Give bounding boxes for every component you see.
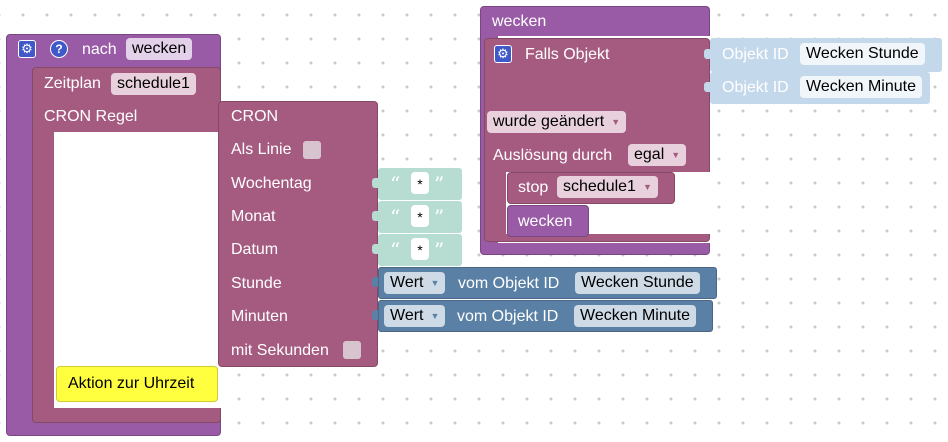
text-output-tab xyxy=(372,178,378,188)
seconds-checkbox[interactable] xyxy=(343,341,361,359)
action-label: Aktion zur Uhrzeit xyxy=(68,375,195,392)
action-comment-block[interactable] xyxy=(56,366,218,402)
minute-value-dropdown-label: Wert xyxy=(390,307,424,324)
hour-object-field[interactable]: Wecken Stunde xyxy=(575,272,700,294)
if-object-label: Falls Objekt xyxy=(525,46,610,63)
procedure-name: wecken xyxy=(492,13,547,30)
statement-socket xyxy=(54,132,221,408)
cron-rule-label: CRON Regel xyxy=(44,108,138,125)
weekday-label: Wochentag xyxy=(231,175,312,192)
help-icon[interactable]: ? xyxy=(50,40,68,58)
schedule-name-field[interactable]: schedule1 xyxy=(111,73,196,95)
seconds-label: mit Sekunden xyxy=(231,342,329,359)
month-text-field[interactable]: * xyxy=(411,205,429,227)
dropdown-arrow-icon: ▼ xyxy=(430,278,440,288)
cron-block[interactable] xyxy=(218,101,378,367)
after-label: nach xyxy=(82,41,117,58)
date-text-field[interactable]: * xyxy=(411,238,429,260)
dropdown-arrow-icon: ▼ xyxy=(430,311,440,321)
object-output-tab xyxy=(372,310,378,320)
open-quote-icon: “ xyxy=(390,172,401,196)
dropdown-arrow-icon: ▼ xyxy=(671,150,681,160)
minute-value-dropdown[interactable]: Wert ▼ xyxy=(384,305,446,327)
schedule-label: Zeitplan xyxy=(44,75,101,92)
stop-schedule-value: schedule1 xyxy=(563,178,636,195)
as-line-label: Als Linie xyxy=(231,141,292,158)
minute-object-field[interactable]: Wecken Minute xyxy=(574,305,696,327)
text-output-tab xyxy=(372,211,378,221)
close-quote-icon: ” xyxy=(434,238,445,262)
hour-value-dropdown[interactable]: Wert ▼ xyxy=(384,272,446,294)
open-quote-icon: “ xyxy=(390,238,401,262)
object-id-output-tab xyxy=(704,49,710,59)
minute-from-label: vom Objekt ID xyxy=(457,308,559,325)
settings-gear-icon[interactable]: ⚙ xyxy=(494,45,512,63)
weekday-text-field[interactable]: * xyxy=(411,172,429,194)
changed-dropdown[interactable]: wurde geändert ▼ xyxy=(487,111,627,133)
call-label: wecken xyxy=(518,213,573,230)
close-quote-icon: ” xyxy=(434,172,445,196)
hour-label: Stunde xyxy=(231,275,282,292)
dropdown-arrow-icon: ▼ xyxy=(642,182,652,192)
after-value-field[interactable]: wecken xyxy=(126,38,193,60)
cron-output-tab xyxy=(212,110,218,120)
dropdown-arrow-icon: ▼ xyxy=(611,117,621,127)
object-id-field-2[interactable]: Wecken Minute xyxy=(800,76,922,98)
triggered-by-dropdown[interactable]: egal ▼ xyxy=(628,144,687,166)
date-label: Datum xyxy=(231,241,279,258)
object-id-field-1[interactable]: Wecken Stunde xyxy=(800,43,925,65)
close-quote-icon: ” xyxy=(434,205,445,229)
cron-title: CRON xyxy=(231,108,279,125)
changed-dropdown-label: wurde geändert xyxy=(493,113,605,130)
object-id-label-1: Objekt ID xyxy=(722,46,789,63)
as-line-checkbox[interactable] xyxy=(303,141,321,159)
settings-gear-icon[interactable]: ⚙ xyxy=(18,40,36,58)
hour-value-dropdown-label: Wert xyxy=(390,274,424,291)
triggered-by-label: Auslösung durch xyxy=(493,147,613,164)
object-id-output-tab xyxy=(704,82,710,92)
hour-from-label: vom Objekt ID xyxy=(458,275,560,292)
triggered-by-value: egal xyxy=(634,146,665,163)
procedure-call-wecken[interactable] xyxy=(507,205,589,237)
stop-label: stop xyxy=(518,179,549,196)
open-quote-icon: “ xyxy=(390,205,401,229)
object-output-tab xyxy=(372,277,378,287)
minutes-label: Minuten xyxy=(231,308,288,325)
month-label: Monat xyxy=(231,208,276,225)
text-output-tab xyxy=(372,244,378,254)
stop-schedule-dropdown[interactable]: schedule1 ▼ xyxy=(557,176,658,198)
object-id-label-2: Objekt ID xyxy=(722,79,789,96)
